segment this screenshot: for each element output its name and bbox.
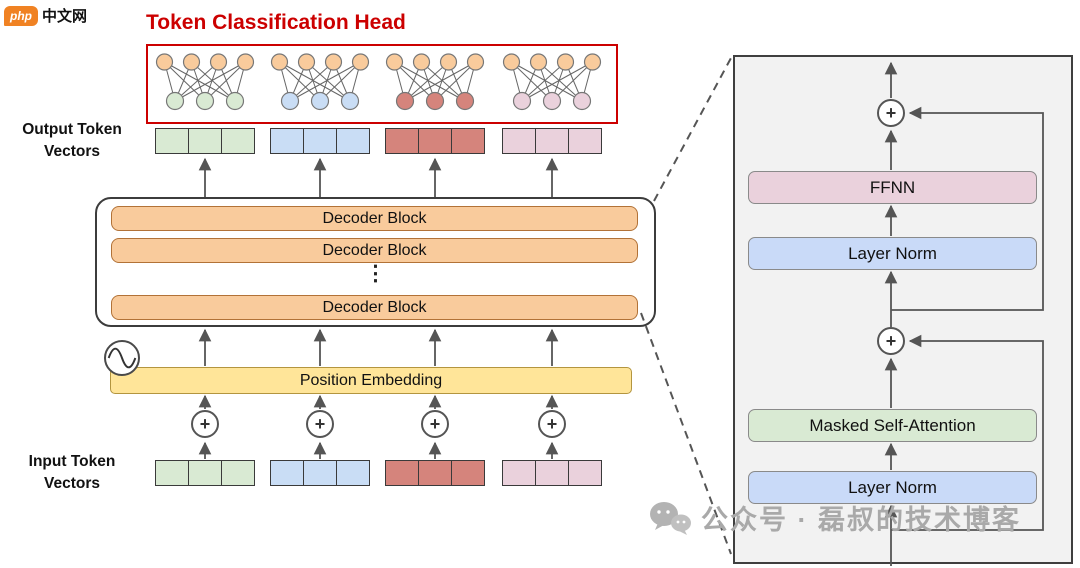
input-token-vector <box>155 460 255 486</box>
dashed-connector-top <box>653 57 732 202</box>
output-token-vector <box>385 128 485 154</box>
residual-add-icon: + <box>877 99 905 127</box>
residual-add-icon: + <box>877 327 905 355</box>
sine-wave-icon <box>104 340 140 376</box>
input-vectors-label: Input Token Vectors <box>28 453 116 493</box>
decoder-stack: Decoder Block Decoder Block ⋮ Decoder Bl… <box>95 197 656 327</box>
add-position-icon: + <box>306 410 334 438</box>
add-position-icon: + <box>421 410 449 438</box>
site-logo-text: 中文网 <box>42 8 88 25</box>
decoder-block-bar: Decoder Block <box>111 206 638 231</box>
site-logo: php 中文网 <box>4 5 87 26</box>
stack-ellipsis: ⋮ <box>365 262 386 285</box>
add-position-icon: + <box>191 410 219 438</box>
diagram-title: Token Classification Head <box>146 11 406 34</box>
decoder-block-bar: Decoder Block <box>111 295 638 320</box>
output-token-vector <box>502 128 602 154</box>
position-embedding-bar: Position Embedding <box>110 367 632 394</box>
php-logo-icon: php <box>4 5 38 26</box>
input-token-vector <box>502 460 602 486</box>
output-vectors-label: Output Token Vectors <box>22 121 122 161</box>
add-position-icon: + <box>538 410 566 438</box>
output-token-vector <box>155 128 255 154</box>
ffnn-bar: FFNN <box>748 171 1037 204</box>
watermark-text: 公众号 · 磊叔的技术博客 <box>701 505 1021 535</box>
masked-self-attention-bar: Masked Self-Attention <box>748 409 1037 442</box>
watermark: 公众号 · 磊叔的技术博客 <box>648 498 1021 537</box>
input-token-vector <box>270 460 370 486</box>
output-token-vector <box>270 128 370 154</box>
decoder-block-bar: Decoder Block <box>111 238 638 263</box>
classification-head-box <box>146 44 618 124</box>
layer-norm-bar: Layer Norm <box>748 237 1037 270</box>
input-token-vector <box>385 460 485 486</box>
wechat-icon <box>650 501 691 535</box>
